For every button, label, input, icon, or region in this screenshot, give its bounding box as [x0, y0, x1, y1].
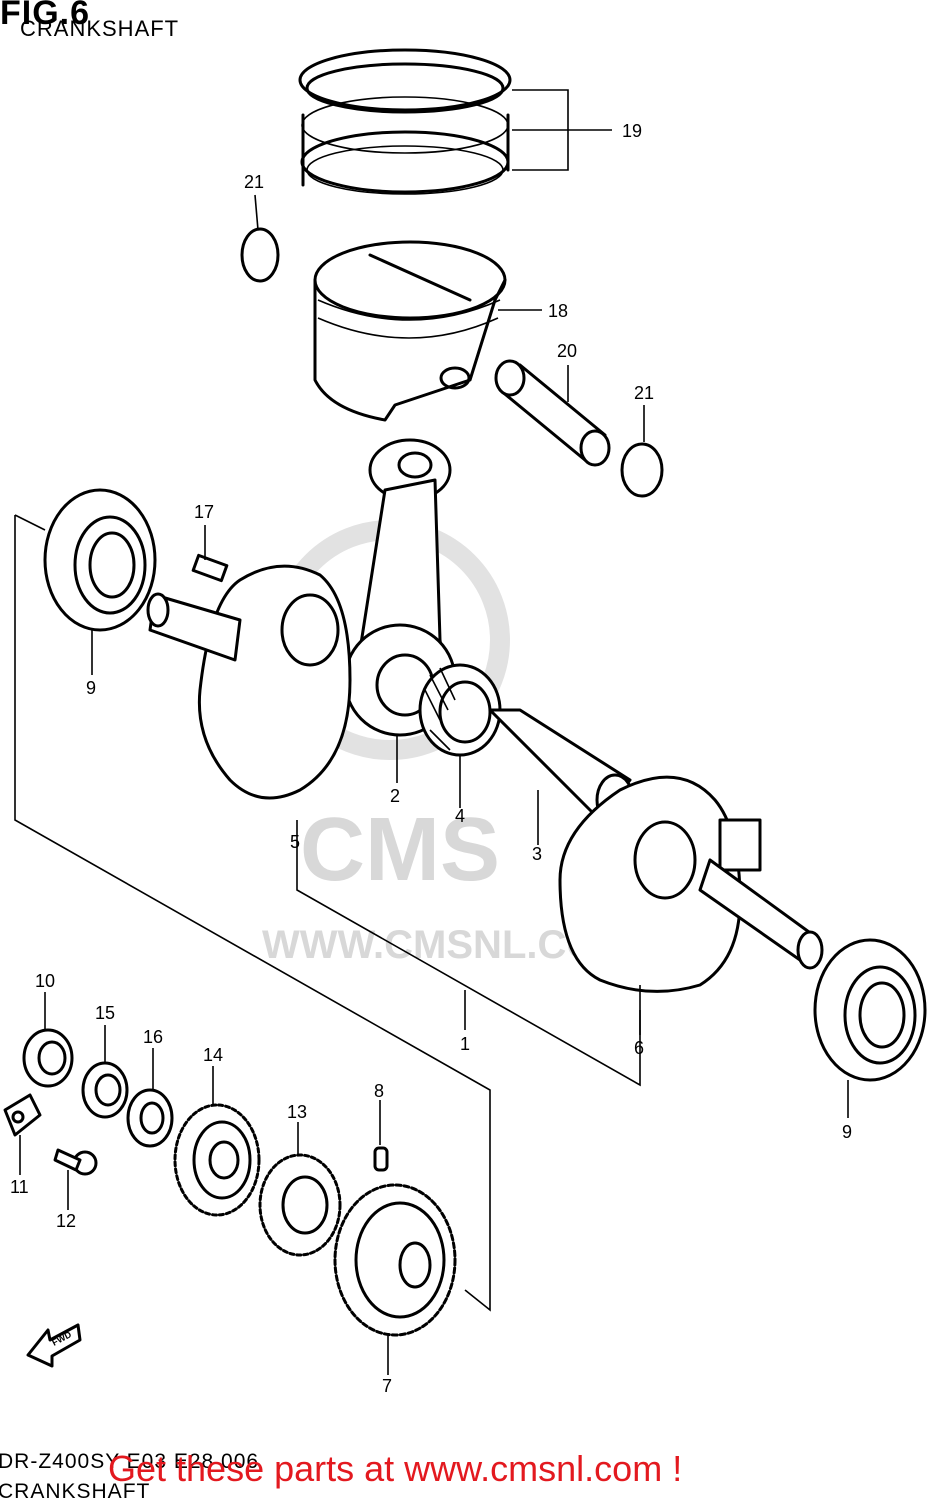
needle-bearing: [418, 663, 502, 757]
callout-4: 4: [455, 806, 465, 826]
callout-15: 15: [95, 1003, 115, 1023]
watermark-brand: CMS: [300, 800, 500, 900]
callout-13: 13: [287, 1102, 307, 1122]
small-bearing: [22, 1028, 74, 1088]
callout-11: 11: [10, 1177, 29, 1197]
callout-2: 2: [390, 786, 400, 806]
callout-10: 10: [35, 971, 55, 991]
retainer-plate: [3, 1093, 42, 1137]
promo-link[interactable]: Get these parts at www.cmsnl.com !: [108, 1448, 683, 1489]
footer-section: CRANKSHAFT: [0, 1480, 151, 1503]
callouts: 19 21 18 20 21 17 9 2 4 5 3 1 6 9 10 15 …: [10, 121, 852, 1396]
circlip-right: [620, 442, 664, 498]
callout-9-left: 9: [86, 678, 96, 698]
leader-lines: [19, 89, 849, 1375]
callout-19: 19: [622, 121, 642, 141]
forward-arrow-icon: FWD: [26, 1323, 82, 1368]
piston-pin: [494, 359, 611, 467]
figure-title: FIG.6: [0, 0, 91, 32]
callout-14: 14: [203, 1045, 223, 1065]
connecting-rod: [343, 438, 457, 737]
callout-12: 12: [56, 1211, 76, 1231]
dowel-pin: [373, 1146, 389, 1172]
screw: [53, 1148, 98, 1176]
piston-rings: [298, 48, 512, 195]
crank-shaft-left: [146, 592, 242, 662]
callout-20: 20: [557, 341, 577, 361]
gear-balancer: [333, 1183, 457, 1337]
callout-18: 18: [548, 301, 568, 321]
callout-7: 7: [382, 1376, 392, 1396]
callout-5: 5: [290, 832, 300, 852]
circlip-left: [240, 227, 280, 283]
callout-16: 16: [143, 1027, 163, 1047]
assembly-bracket-lines: [14, 514, 641, 1312]
figure-subtitle: CRANKSHAFT: [20, 16, 180, 41]
callout-21-right: 21: [634, 383, 654, 403]
callout-8: 8: [374, 1081, 384, 1101]
gear-primary: [173, 1103, 261, 1217]
bearing-left: [43, 488, 157, 632]
callout-1: 1: [460, 1034, 470, 1054]
woodruff-key: [191, 553, 229, 583]
bearing-right: [813, 938, 927, 1082]
crank-web-left: [197, 564, 352, 800]
callout-21-left: 21: [244, 172, 264, 192]
crank-shaft-right: [698, 858, 824, 970]
callout-3: 3: [532, 844, 542, 864]
piston: [313, 240, 507, 422]
callout-6: 6: [634, 1038, 644, 1058]
gear-drive: [258, 1153, 342, 1257]
nut: [81, 1061, 129, 1119]
model-code: DR-Z400SY E03 E28 006: [0, 1450, 260, 1473]
callout-17: 17: [194, 502, 214, 522]
crank-web-right: [558, 775, 762, 993]
washer: [126, 1088, 174, 1148]
callout-9-right: 9: [842, 1122, 852, 1142]
